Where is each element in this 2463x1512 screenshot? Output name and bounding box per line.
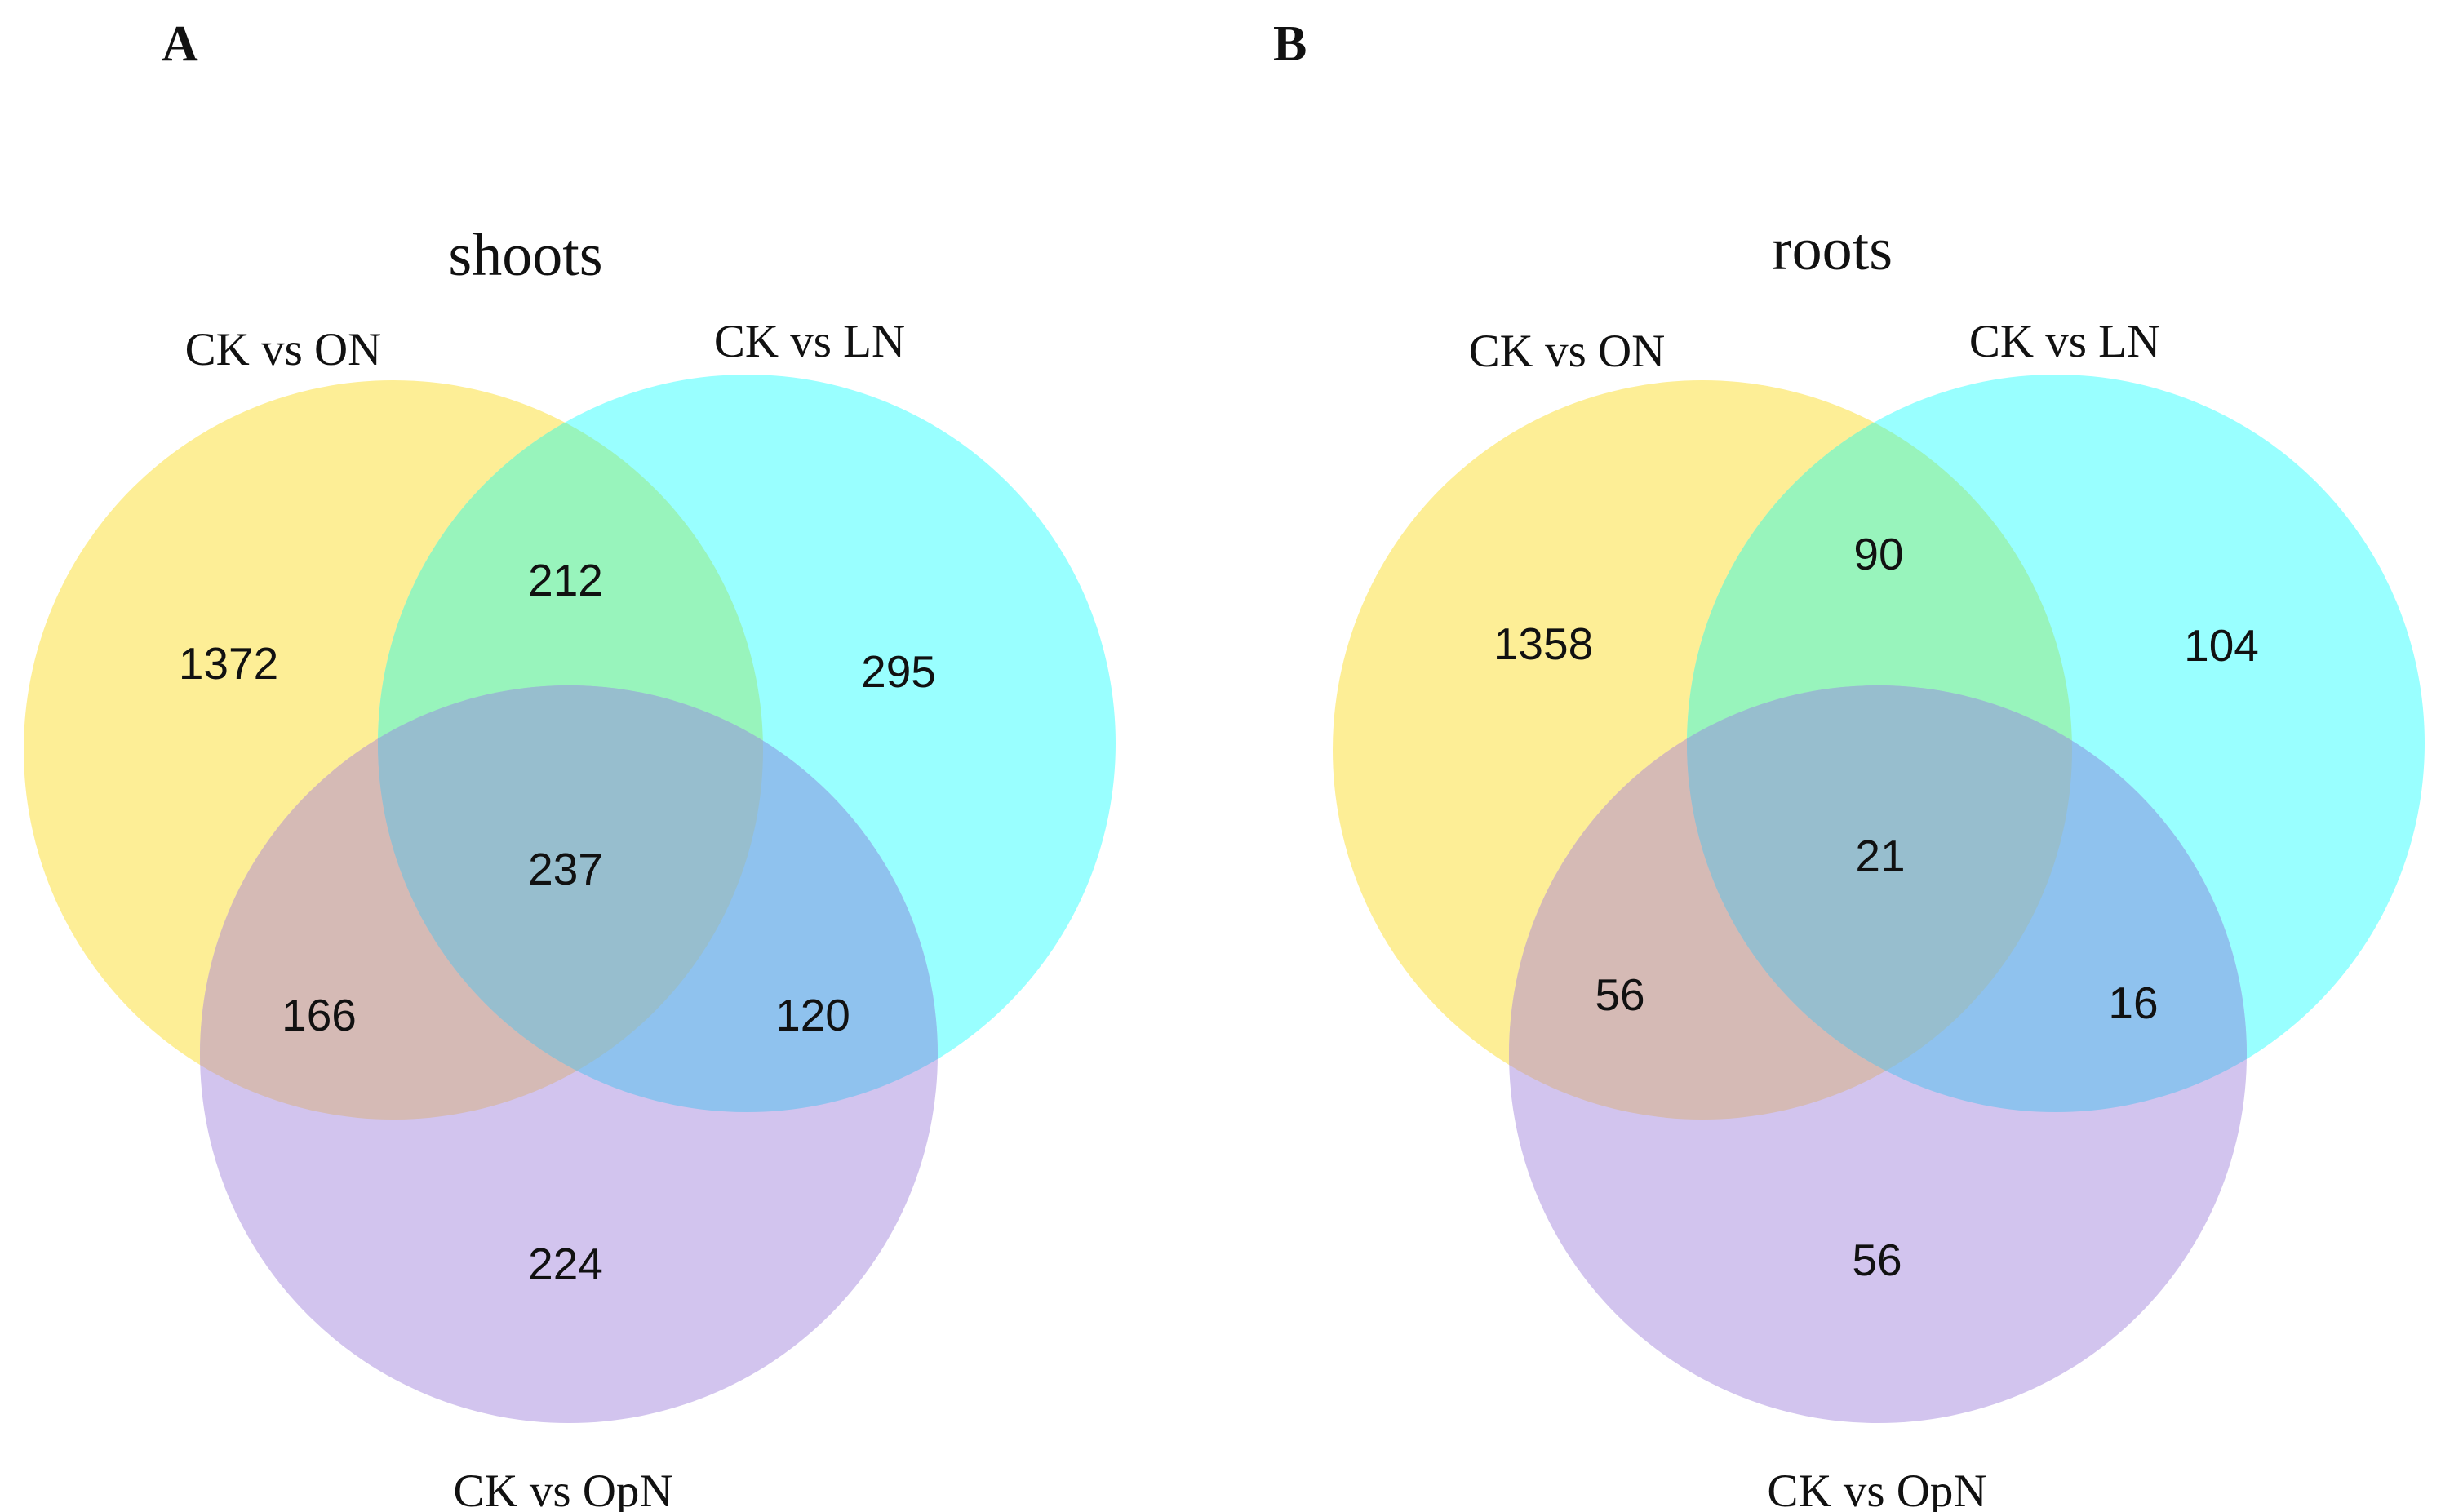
count-opn-only: 56 [1852, 1235, 1902, 1285]
panel-title-roots: roots [1772, 216, 1893, 283]
count-on-ln: 90 [1853, 529, 1903, 579]
panel-letter-a: A [162, 16, 198, 72]
panel-title-shoots: shoots [448, 222, 602, 289]
set-label-ck-vs-on: CK vs ON [1469, 326, 1666, 377]
count-on-only: 1358 [1493, 619, 1593, 669]
panel-shoots: A shoots CK vs ON [24, 16, 1116, 1512]
set-label-ck-vs-opn: CK vs OpN [453, 1465, 672, 1512]
count-opn-only: 224 [528, 1239, 603, 1289]
count-on-ln: 212 [528, 555, 603, 605]
set-label-ck-vs-ln: CK vs LN [1969, 316, 2160, 367]
count-ln-only: 295 [861, 646, 936, 697]
count-on-only: 1372 [179, 638, 278, 689]
region-center [378, 685, 763, 1112]
count-ln-opn: 16 [2108, 978, 2158, 1028]
count-ln-opn: 120 [775, 990, 850, 1040]
count-ln-only: 104 [2184, 620, 2259, 671]
region-center [1687, 685, 2072, 1112]
set-label-ck-vs-opn: CK vs OpN [1767, 1465, 1986, 1512]
set-label-ck-vs-ln: CK vs LN [714, 316, 905, 367]
panel-letter-b: B [1273, 16, 1307, 72]
count-center: 237 [528, 844, 603, 894]
panel-roots: B roots CK vs ON C [1273, 16, 2425, 1512]
count-center: 21 [1855, 831, 1905, 881]
set-label-ck-vs-on: CK vs ON [185, 324, 382, 375]
count-on-opn: 166 [282, 990, 357, 1040]
count-on-opn: 56 [1595, 969, 1644, 1020]
